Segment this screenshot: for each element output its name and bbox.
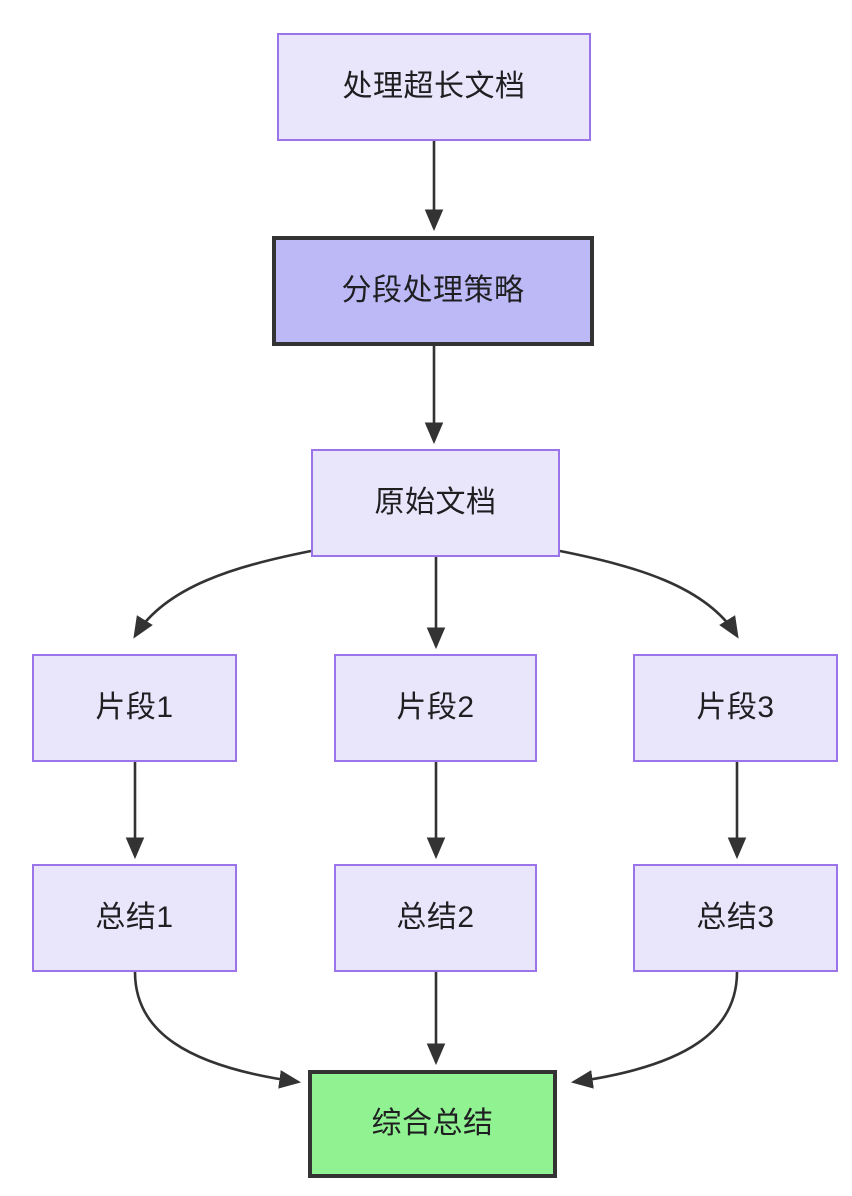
node-summary-2[interactable]: 总结2 [334, 864, 537, 972]
node-label: 片段2 [396, 691, 475, 724]
node-summary-1[interactable]: 总结1 [32, 864, 237, 972]
node-label: 总结2 [396, 901, 475, 934]
node-label: 分段处理策略 [341, 274, 525, 307]
node-label: 片段1 [95, 691, 174, 724]
edge-summary-1-to-final [133, 971, 302, 1089]
edge-source-to-fragment-3 [559, 549, 739, 639]
node-chunking-strategy[interactable]: 分段处理策略 [272, 236, 594, 346]
node-label: 片段3 [696, 691, 775, 724]
edge-summary-3-to-final [570, 971, 739, 1089]
node-label: 综合总结 [371, 1107, 494, 1140]
node-summary-3[interactable]: 总结3 [633, 864, 838, 972]
node-process-long-document[interactable]: 处理超长文档 [277, 33, 591, 141]
node-label: 总结3 [696, 901, 775, 934]
edge-source-to-fragment-1 [133, 549, 312, 639]
node-fragment-1[interactable]: 片段1 [32, 654, 237, 762]
node-label: 总结1 [95, 901, 174, 934]
node-label: 原始文档 [374, 486, 497, 519]
node-fragment-3[interactable]: 片段3 [633, 654, 838, 762]
node-final-summary[interactable]: 综合总结 [308, 1070, 557, 1178]
node-label: 处理超长文档 [342, 70, 526, 103]
node-source-document[interactable]: 原始文档 [311, 449, 560, 557]
node-fragment-2[interactable]: 片段2 [334, 654, 537, 762]
